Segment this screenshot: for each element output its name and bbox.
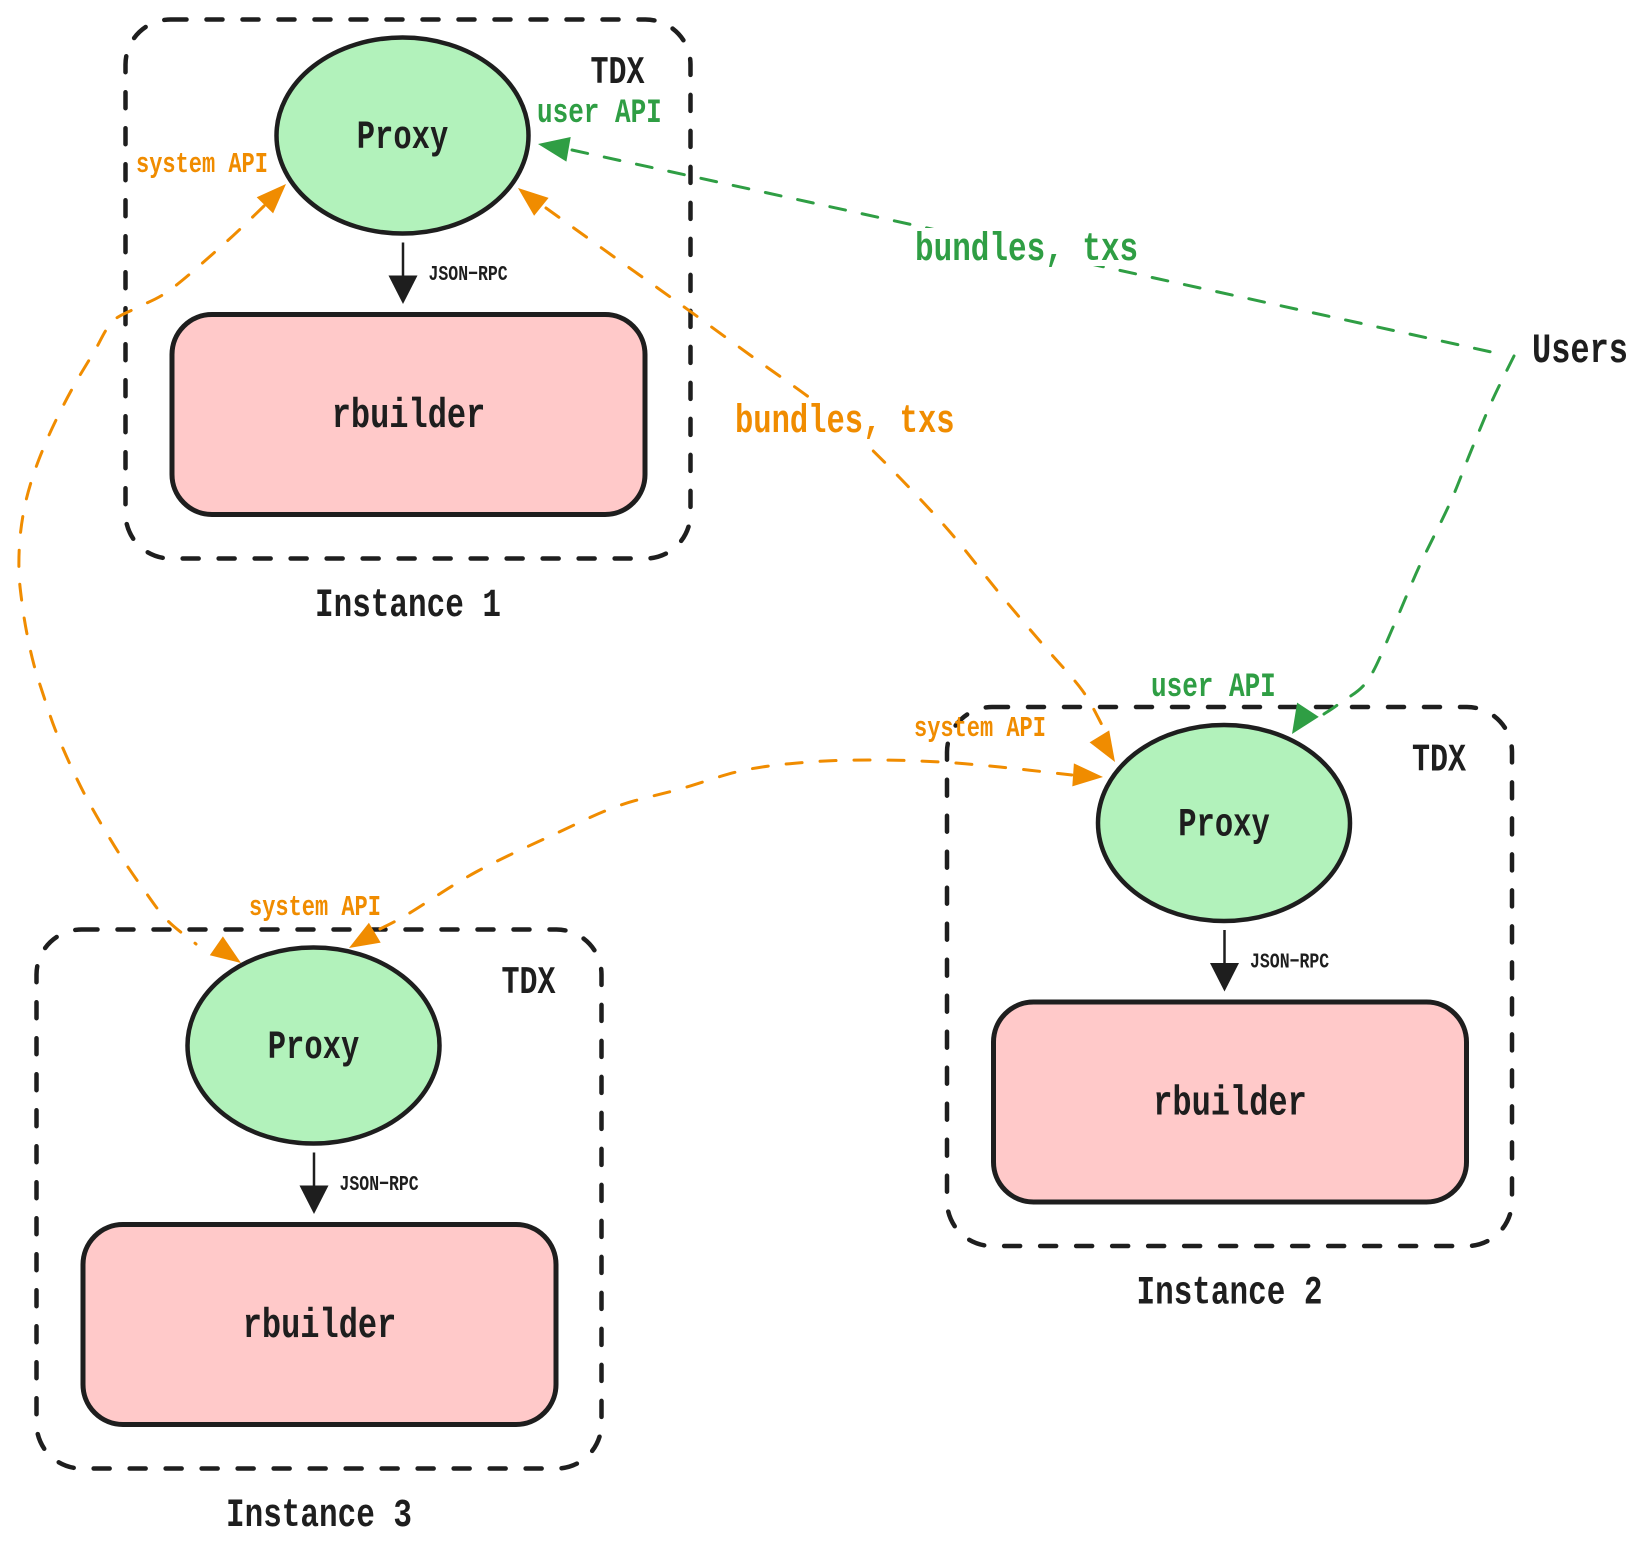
svg-text:Instance 1: Instance 1	[315, 582, 501, 628]
svg-text:rbuilder: rbuilder	[332, 393, 486, 440]
svg-text:JSON−RPC: JSON−RPC	[1250, 950, 1329, 975]
svg-text:system API: system API	[136, 148, 268, 181]
svg-text:system API: system API	[249, 891, 381, 924]
svg-text:system API: system API	[914, 712, 1046, 745]
svg-text:JSON−RPC: JSON−RPC	[340, 1172, 419, 1197]
svg-text:bundles, txs: bundles, txs	[915, 226, 1138, 272]
svg-text:user API: user API	[1151, 669, 1276, 707]
svg-text:Instance 3: Instance 3	[226, 1492, 412, 1538]
svg-text:rbuilder: rbuilder	[1153, 1081, 1307, 1128]
svg-text:TDX: TDX	[591, 52, 645, 96]
svg-text:JSON−RPC: JSON−RPC	[429, 262, 508, 287]
svg-text:Instance 2: Instance 2	[1137, 1270, 1323, 1316]
svg-text:TDX: TDX	[502, 962, 556, 1006]
svg-text:bundles, txs: bundles, txs	[735, 399, 955, 444]
svg-text:Proxy: Proxy	[268, 1025, 359, 1070]
svg-text:Users: Users	[1532, 328, 1628, 375]
svg-text:user API: user API	[537, 95, 662, 133]
svg-text:TDX: TDX	[1412, 739, 1466, 783]
svg-text:Proxy: Proxy	[1178, 803, 1269, 848]
svg-text:Proxy: Proxy	[357, 115, 448, 160]
svg-text:rbuilder: rbuilder	[243, 1303, 397, 1350]
